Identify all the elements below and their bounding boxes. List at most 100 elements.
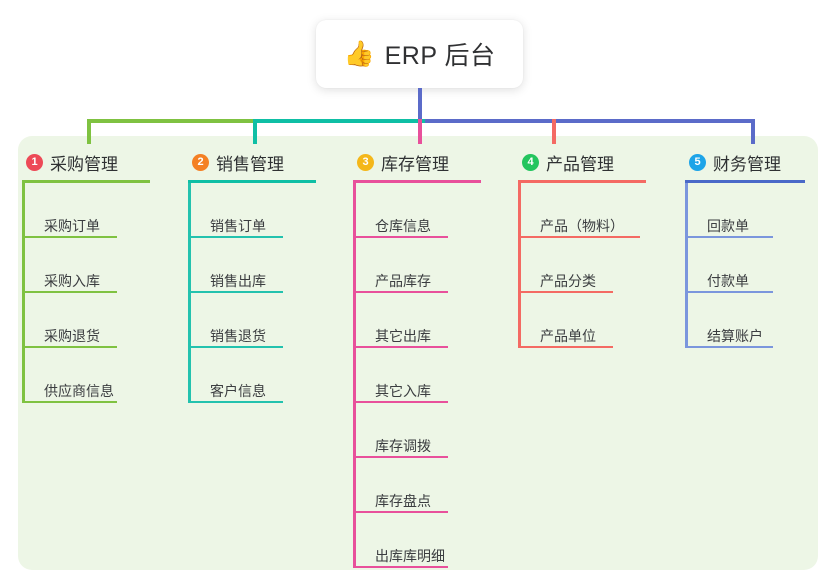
leaf-item[interactable]: 产品分类 <box>518 238 688 293</box>
leaf-label: 采购入库 <box>44 273 100 289</box>
branch-spine-sales <box>188 183 191 403</box>
leaf-label: 销售订单 <box>210 218 266 234</box>
leaf-item[interactable]: 销售退货 <box>188 293 348 348</box>
branch-header-inventory[interactable]: 3 库存管理 <box>353 148 513 176</box>
leaf-rule <box>685 236 773 238</box>
branch-spine-finance <box>685 183 688 348</box>
leaf-rule <box>353 401 448 403</box>
leaf-rule <box>685 346 773 348</box>
leaf-item[interactable]: 客户信息 <box>188 348 348 403</box>
branch-spine-purchase <box>22 183 25 403</box>
branch-badge-sales: 2 <box>192 153 209 171</box>
leaf-item[interactable]: 回款单 <box>685 183 835 238</box>
drop-sales <box>253 119 257 144</box>
branch-title-purchase: 采购管理 <box>50 154 118 174</box>
leaf-label: 采购订单 <box>44 218 100 234</box>
leaf-label: 其它出库 <box>375 328 431 344</box>
leaf-label: 产品（物料） <box>540 218 624 234</box>
leaf-label: 客户信息 <box>210 383 266 399</box>
leaf-item[interactable]: 仓库信息 <box>353 183 513 238</box>
leaf-rule <box>353 566 448 568</box>
leaf-rule <box>353 511 448 513</box>
leaf-rule <box>353 291 448 293</box>
leaf-label: 仓库信息 <box>375 218 431 234</box>
branch-title-finance: 财务管理 <box>713 154 781 174</box>
leaf-label: 其它入库 <box>375 383 431 399</box>
leaf-label: 采购退货 <box>44 328 100 344</box>
branch-header-sales[interactable]: 2 销售管理 <box>188 148 348 176</box>
leaf-rule <box>22 401 117 403</box>
branch-header-product[interactable]: 4 产品管理 <box>518 148 688 176</box>
branch-body-finance: 回款单付款单结算账户 <box>685 183 835 348</box>
drop-inventory <box>418 119 422 144</box>
branch-column-finance: 5 财务管理回款单付款单结算账户 <box>685 148 835 348</box>
drop-product <box>552 119 556 144</box>
branch-column-inventory: 3 库存管理仓库信息产品库存其它出库其它入库库存调拨库存盘点出库库明细 <box>353 148 513 568</box>
leaf-rule <box>685 291 773 293</box>
leaf-rule <box>518 346 613 348</box>
branch-rule-sales <box>188 180 316 183</box>
branch-column-sales: 2 销售管理销售订单销售出库销售退货客户信息 <box>188 148 348 403</box>
branch-rule-inventory <box>353 180 481 183</box>
leaf-item[interactable]: 销售出库 <box>188 238 348 293</box>
leaf-item[interactable]: 库存盘点 <box>353 458 513 513</box>
branch-rule-purchase <box>22 180 150 183</box>
drop-finance <box>751 119 755 144</box>
segment-bus-right <box>425 119 755 123</box>
leaf-rule <box>518 291 613 293</box>
segment-sales <box>253 119 425 123</box>
leaf-item[interactable]: 产品单位 <box>518 293 688 348</box>
leaf-rule <box>22 346 117 348</box>
drop-purchase <box>87 119 91 144</box>
leaf-item[interactable]: 销售订单 <box>188 183 348 238</box>
leaf-label: 销售出库 <box>210 273 266 289</box>
leaf-item[interactable]: 产品（物料） <box>518 183 688 238</box>
branch-title-product: 产品管理 <box>546 154 614 174</box>
leaf-item[interactable]: 结算账户 <box>685 293 835 348</box>
branch-body-sales: 销售订单销售出库销售退货客户信息 <box>188 183 348 403</box>
leaf-item[interactable]: 供应商信息 <box>22 348 182 403</box>
leaf-label: 产品单位 <box>540 328 596 344</box>
branch-title-inventory: 库存管理 <box>381 154 449 174</box>
branch-body-inventory: 仓库信息产品库存其它出库其它入库库存调拨库存盘点出库库明细 <box>353 183 513 568</box>
branch-title-sales: 销售管理 <box>216 154 284 174</box>
branch-badge-inventory: 3 <box>357 153 374 171</box>
branch-rule-finance <box>685 180 805 183</box>
leaf-rule <box>353 346 448 348</box>
leaf-item[interactable]: 采购入库 <box>22 238 182 293</box>
leaf-rule <box>353 456 448 458</box>
leaf-rule <box>518 236 640 238</box>
leaf-label: 库存盘点 <box>375 493 431 509</box>
leaf-rule <box>188 291 283 293</box>
leaf-item[interactable]: 采购订单 <box>22 183 182 238</box>
leaf-rule <box>22 236 117 238</box>
thumbs-up-icon: 👍 <box>343 39 375 68</box>
leaf-item[interactable]: 其它出库 <box>353 293 513 348</box>
leaf-label: 付款单 <box>707 273 749 289</box>
leaf-label: 出库库明细 <box>375 548 445 564</box>
root-node[interactable]: 👍 ERP 后台 <box>316 20 523 88</box>
leaf-label: 库存调拨 <box>375 438 431 454</box>
leaf-rule <box>353 236 448 238</box>
leaf-rule <box>188 401 283 403</box>
leaf-label: 结算账户 <box>707 328 763 344</box>
segment-purchase <box>87 119 253 123</box>
leaf-item[interactable]: 其它入库 <box>353 348 513 403</box>
leaf-item[interactable]: 库存调拨 <box>353 403 513 458</box>
leaf-label: 回款单 <box>707 218 749 234</box>
root-title: ERP 后台 <box>384 42 496 70</box>
branch-spine-inventory <box>353 183 356 568</box>
leaf-item[interactable]: 采购退货 <box>22 293 182 348</box>
leaf-item[interactable]: 产品库存 <box>353 238 513 293</box>
branch-badge-finance: 5 <box>689 153 706 171</box>
branch-badge-product: 4 <box>522 153 539 171</box>
branch-body-purchase: 采购订单采购入库采购退货供应商信息 <box>22 183 182 403</box>
branch-header-finance[interactable]: 5 财务管理 <box>685 148 835 176</box>
leaf-item[interactable]: 出库库明细 <box>353 513 513 568</box>
leaf-label: 产品分类 <box>540 273 596 289</box>
branch-column-product: 4 产品管理产品（物料） 产品分类产品单位 <box>518 148 688 348</box>
leaf-item[interactable]: 付款单 <box>685 238 835 293</box>
